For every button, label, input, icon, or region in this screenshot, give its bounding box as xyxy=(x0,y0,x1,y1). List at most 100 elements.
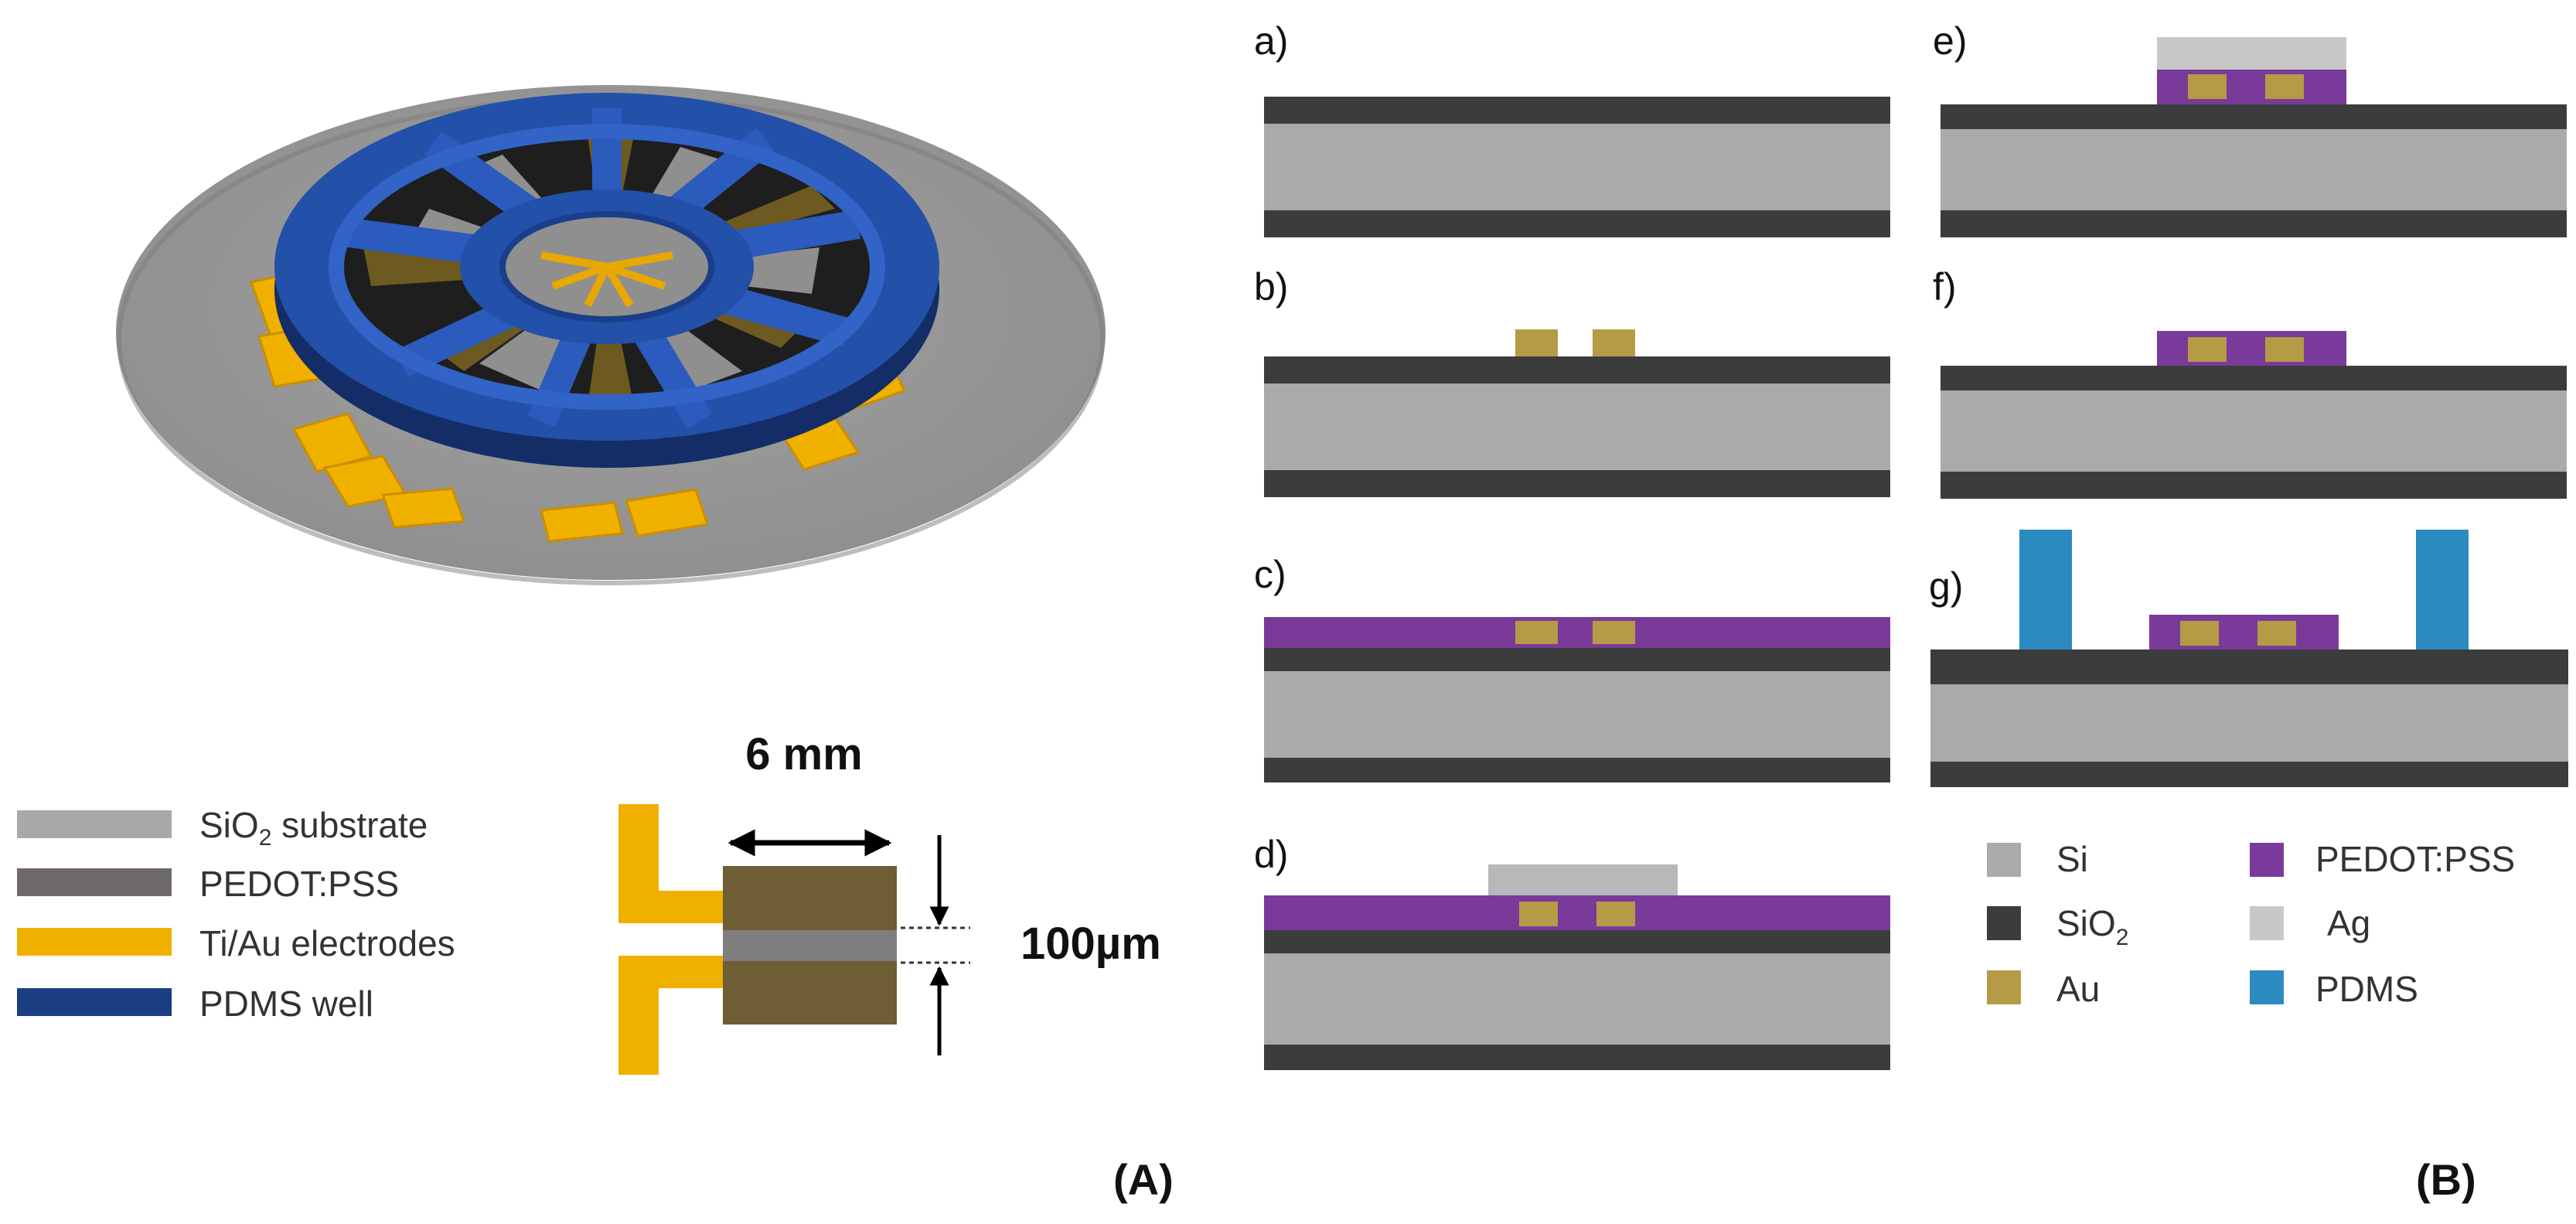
electrode-schematic: 6 mm 100µm xyxy=(618,729,1161,1075)
legend-item-ag: Ag xyxy=(2250,903,2370,943)
step-label: a) xyxy=(1254,19,1288,63)
step-c: c) xyxy=(1254,553,1890,782)
panel-b-label: (B) xyxy=(2416,1155,2476,1204)
legend-item-au: Au xyxy=(1987,969,2100,1009)
sio2-bottom-layer xyxy=(1264,470,1890,497)
gap-label: 100µm xyxy=(1021,919,1161,969)
au-electrode xyxy=(1515,329,1558,356)
pedot-pad xyxy=(2157,331,2346,366)
legend-item-pedot-pss: PEDOT:PSS xyxy=(17,864,399,904)
electrode-pad xyxy=(291,412,373,473)
au-electrode xyxy=(2188,74,2227,99)
sio2-bottom-layer xyxy=(1941,210,2567,237)
si-wafer xyxy=(1941,390,2567,472)
pedot-layer xyxy=(1264,617,1890,648)
sio2-bottom-layer xyxy=(1264,1045,1890,1070)
pdms-wall-left xyxy=(2019,530,2072,650)
au-electrode xyxy=(1596,902,1635,926)
au-electrode xyxy=(1593,329,1635,356)
si-wafer xyxy=(1941,129,2567,210)
outer-ring-rim xyxy=(329,124,885,410)
electrode-pad xyxy=(625,488,709,537)
legend-swatch xyxy=(2250,970,2284,1004)
sio2-top-layer xyxy=(1941,104,2567,129)
si-wafer xyxy=(1264,124,1890,210)
au-electrode xyxy=(2188,337,2227,362)
legend-item-pdms-well: PDMS well xyxy=(17,984,373,1024)
pdms-wall-right xyxy=(2416,530,2469,650)
central-electrodes xyxy=(540,251,673,308)
legend-swatch xyxy=(17,810,172,838)
legend-item-sio2-substrate: SiO2 substrate xyxy=(17,805,428,851)
legend-label: Ti/Au electrodes xyxy=(199,923,455,963)
lower-overlap xyxy=(723,961,897,1025)
sio2-top-layer xyxy=(1264,356,1890,384)
legend-swatch xyxy=(17,928,172,956)
au-electrode xyxy=(2265,337,2304,362)
upper-overlap xyxy=(723,866,897,930)
electrode-pad xyxy=(380,487,466,529)
legend-swatch xyxy=(1987,906,2021,940)
legend-label: SiO2 xyxy=(2056,903,2128,950)
upper-electrode xyxy=(618,804,751,923)
legend-swatch xyxy=(2250,843,2284,877)
electrode-pad xyxy=(540,501,624,543)
step-label: c) xyxy=(1254,553,1286,596)
step-label: b) xyxy=(1254,265,1288,309)
legend-label: PEDOT:PSS xyxy=(2315,839,2515,879)
legend-swatch xyxy=(2250,906,2284,940)
sio2-top-layer xyxy=(1930,650,2568,684)
inner-ring-rim xyxy=(499,211,714,322)
si-wafer xyxy=(1264,671,1890,758)
si-wafer xyxy=(1264,953,1890,1045)
step-a: a) xyxy=(1254,19,1890,237)
legend-item-sio2: SiO2 xyxy=(1987,903,2128,950)
step-label: d) xyxy=(1254,833,1288,876)
au-electrode xyxy=(2180,621,2219,646)
step-label: e) xyxy=(1933,19,1967,63)
sio2-bottom-layer xyxy=(1264,758,1890,782)
sio2-bottom-layer xyxy=(1941,472,2567,499)
legend-label: PDMS well xyxy=(199,984,373,1024)
step-g: g) xyxy=(1929,530,2568,787)
si-wafer xyxy=(1930,684,2568,762)
legend-label: PEDOT:PSS xyxy=(199,864,399,904)
lower-electrode xyxy=(618,956,751,1075)
step-label: g) xyxy=(1929,564,1963,608)
gap-region xyxy=(723,930,897,961)
legend-item-pedot-pss: PEDOT:PSS xyxy=(2250,839,2515,879)
legend-item-pdms: PDMS xyxy=(2250,969,2418,1009)
step-e: e) xyxy=(1933,19,2567,237)
sio2-top-layer xyxy=(1264,97,1890,124)
device-render xyxy=(116,85,1106,585)
legend-label: Si xyxy=(2056,839,2088,879)
step-f: f) xyxy=(1933,265,2567,499)
legend-label: PDMS xyxy=(2315,969,2418,1009)
sio2-bottom-layer xyxy=(1930,762,2568,787)
legend-swatch xyxy=(1987,970,2021,1004)
pedot-pad xyxy=(2157,70,2346,104)
legend-swatch xyxy=(1987,843,2021,877)
au-electrode xyxy=(1519,902,1558,926)
legend-item-si: Si xyxy=(1987,839,2088,879)
sio2-top-layer xyxy=(1264,648,1890,671)
pedot-layer xyxy=(1264,895,1890,930)
step-b: b) xyxy=(1254,265,1890,497)
sio2-top-layer xyxy=(1264,930,1890,953)
au-electrode xyxy=(1515,621,1558,644)
legend-label: SiO2 substrate xyxy=(199,805,428,851)
si-wafer xyxy=(1264,384,1890,470)
au-electrode xyxy=(1593,621,1635,644)
au-electrode xyxy=(2265,74,2304,99)
width-label: 6 mm xyxy=(745,729,863,779)
panel-a-legend: SiO2 substrate PEDOT:PSS Ti/Au electrode… xyxy=(17,805,455,1024)
legend-item-ti-au-electrodes: Ti/Au electrodes xyxy=(17,923,455,963)
legend-label: Ag xyxy=(2327,903,2370,943)
legend-swatch xyxy=(17,988,172,1016)
panel-a-label: (A) xyxy=(1113,1155,1174,1204)
sio2-bottom-layer xyxy=(1264,210,1890,237)
sio2-top-layer xyxy=(1941,366,2567,390)
legend-swatch xyxy=(17,868,172,896)
ag-mask xyxy=(2157,37,2346,70)
